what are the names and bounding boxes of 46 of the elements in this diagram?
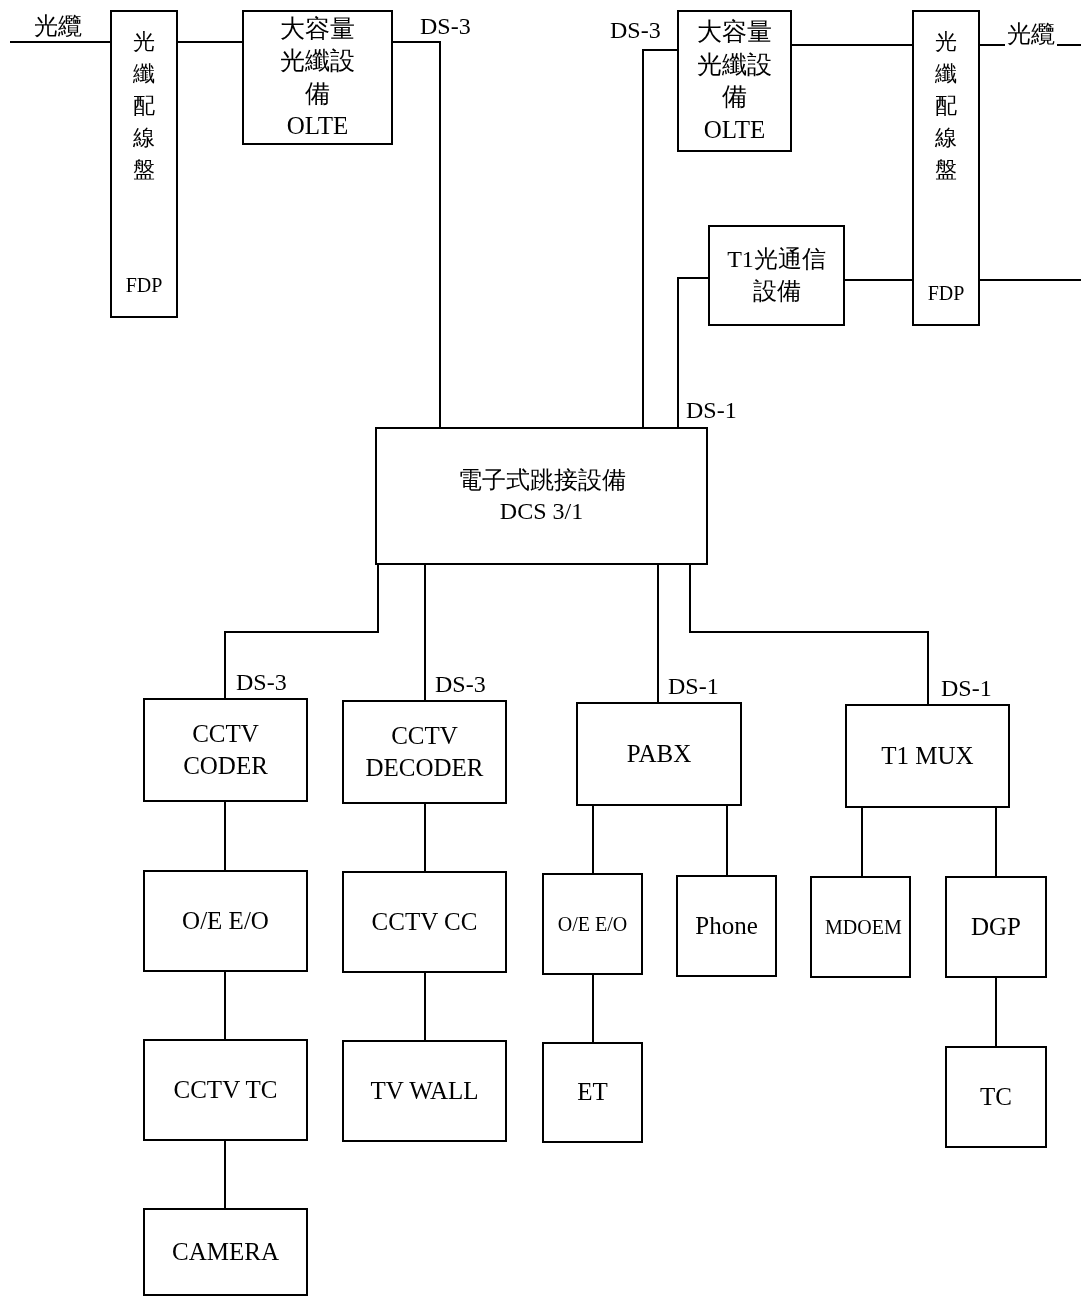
connector-line — [844, 279, 913, 281]
equipment-box: PABX — [576, 702, 742, 806]
equipment-box: O/E E/O — [143, 870, 308, 972]
connector-line — [224, 971, 226, 1040]
equipment-box: CCTV DECODER — [342, 700, 507, 804]
connector-line — [592, 974, 594, 1043]
equipment-box: CCTV CC — [342, 871, 507, 973]
connector-line — [224, 564, 379, 699]
connector-line — [689, 564, 929, 705]
equipment-box: CAMERA — [143, 1208, 308, 1296]
connector-line — [642, 49, 678, 428]
equipment-box: 大容量光纖設備 OLTE — [242, 10, 393, 145]
equipment-box: TV WALL — [342, 1040, 507, 1142]
connector-line — [9, 41, 111, 43]
equipment-box: DGP — [945, 876, 1047, 978]
patch-panel-box: 光纖配線盤 FDP — [110, 10, 178, 318]
patch-panel-box: 光纖配線盤 FDP — [912, 10, 980, 326]
connector-line — [677, 277, 709, 428]
connector-line — [392, 41, 441, 428]
equipment-box: 大容量光纖設備 OLTE — [677, 10, 792, 152]
equipment-box: O/E E/O — [542, 873, 643, 975]
connector-line — [726, 805, 728, 876]
equipment-box: 電子式跳接設備DCS 3/1 — [375, 427, 708, 565]
connector-line — [791, 44, 913, 46]
edge-label: 光纜 — [1005, 22, 1057, 46]
equipment-box: Phone — [676, 875, 777, 977]
connector-line — [424, 564, 426, 701]
connector-line — [979, 279, 1081, 281]
equipment-box: T1 MUX — [845, 704, 1010, 808]
equipment-box: CCTV TC — [143, 1039, 308, 1141]
connector-line — [177, 41, 243, 43]
equipment-box: TC — [945, 1046, 1047, 1148]
connector-line — [995, 977, 997, 1047]
connector-line — [995, 807, 997, 877]
connector-line — [592, 805, 594, 874]
equipment-box: ET — [542, 1042, 643, 1143]
connector-line — [224, 1140, 226, 1209]
connector-line — [861, 807, 863, 877]
equipment-box: T1光通信設備 — [708, 225, 845, 326]
connector-line — [424, 803, 426, 872]
connector-line — [224, 801, 226, 871]
edge-label: 光纜 — [32, 14, 84, 38]
equipment-box: MDOEM — [810, 876, 911, 978]
equipment-box: CCTV CODER — [143, 698, 308, 802]
connector-line — [657, 564, 659, 703]
connector-line — [424, 972, 426, 1041]
